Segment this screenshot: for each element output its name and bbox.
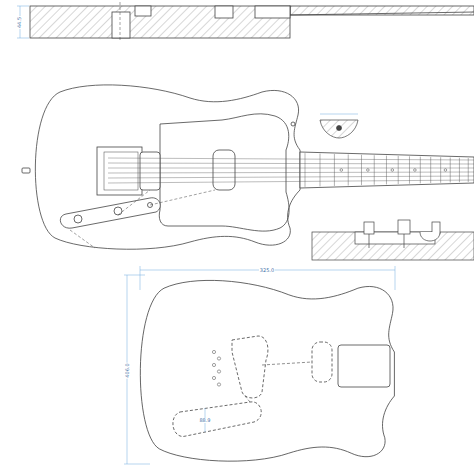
side-section — [17, 2, 474, 42]
dimension-label: 325.0 — [259, 268, 275, 273]
dimension-label: 406.0 — [124, 362, 129, 378]
control-section — [312, 220, 474, 260]
guitar-front — [22, 85, 474, 249]
dimension-label: 88.9 — [198, 418, 211, 423]
neck-profile — [320, 114, 358, 138]
routing-template — [124, 266, 395, 464]
dimension-label: 44.5 — [17, 15, 22, 28]
